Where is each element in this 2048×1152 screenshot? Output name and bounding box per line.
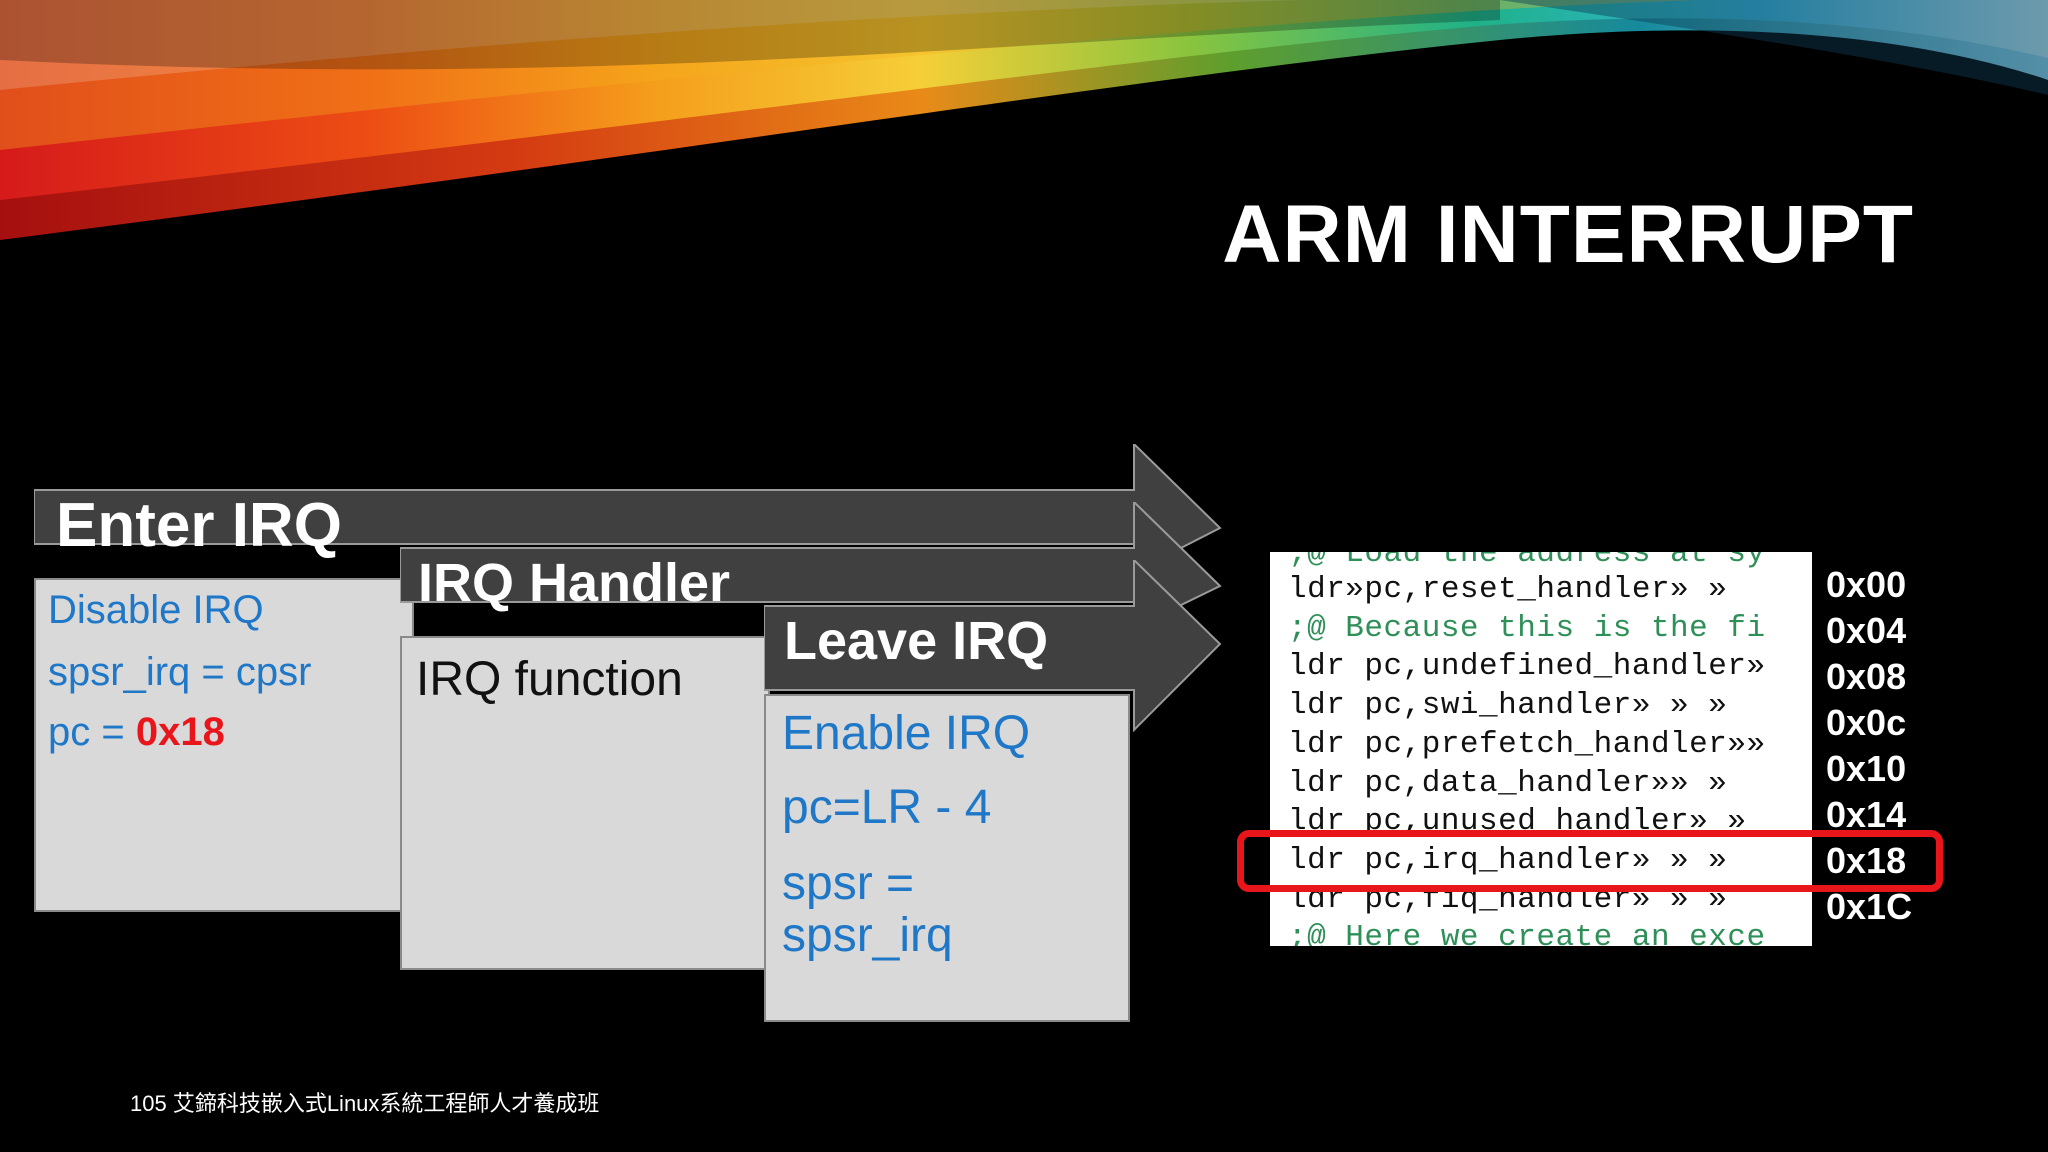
code-line: ldr pc,data_handler»» » [1288,766,1728,801]
vector-address-label: 0x0c [1826,702,1907,743]
code-line: ldr pc,undefined_handler» [1288,649,1766,684]
leave-irq-line-1: Enable IRQ [782,707,1031,760]
irq-handler-box [400,636,770,970]
vector-address-label: 0x10 [1826,748,1907,789]
code-line-irq-handler: ldr pc,irq_handler» » » [1288,843,1728,878]
leave-irq-line-2: pc=LR - 4 [782,781,992,834]
vector-table-code-panel: ;@ Load the address at sy ldr»pc,reset_h… [1270,552,1812,946]
vector-address-label: 0x04 [1826,610,1907,651]
leave-irq-arrow [764,560,1222,733]
code-line: ldr»pc,reset_handler» » [1288,572,1728,607]
enter-irq-box [34,578,414,912]
leave-irq-line-4: spsr_irq [782,909,953,962]
leave-irq-box [764,694,1130,1022]
vector-address-label: 0x08 [1826,656,1907,697]
vector-address-label: 0x14 [1826,794,1907,835]
irq-handler-line-1: IRQ function [416,653,683,706]
code-line: ldr pc,swi_handler» » » [1288,688,1728,723]
enter-irq-header: Enter IRQ [56,491,342,560]
irq-vector-highlight-box [1237,830,1943,892]
vector-address-label: 0x00 [1826,564,1907,605]
code-line: ldr pc,prefetch_handler»» [1288,727,1766,762]
vector-address-irq-label: 0x18 [1826,840,1907,881]
leave-irq-header: Leave IRQ [784,611,1049,671]
enter-irq-line-3: pc = 0x18 [48,710,225,755]
enter-irq-line-2: spsr_irq = cpsr [48,650,312,694]
decorative-swoosh-banner [0,0,2048,240]
vector-address-label: 0x1C [1826,886,1913,927]
code-line: ;@ Load the address at sy [1288,552,1766,571]
slide-footer: 105 艾鍗科技嵌入式Linux系統工程師人才養成班 [130,1091,600,1116]
pc-assign-label: pc = [48,710,136,754]
code-line: ;@ Because this is the fi [1288,611,1766,646]
leave-irq-line-3: spsr = [782,857,915,910]
irq-handler-header: IRQ Handler [418,553,731,613]
enter-irq-line-1: Disable IRQ [48,588,264,632]
pc-value-highlight: 0x18 [135,710,225,754]
slide-title: ARM INTERRUPT [1222,189,1914,280]
code-line: ;@ Here we create an exce [1288,920,1766,946]
